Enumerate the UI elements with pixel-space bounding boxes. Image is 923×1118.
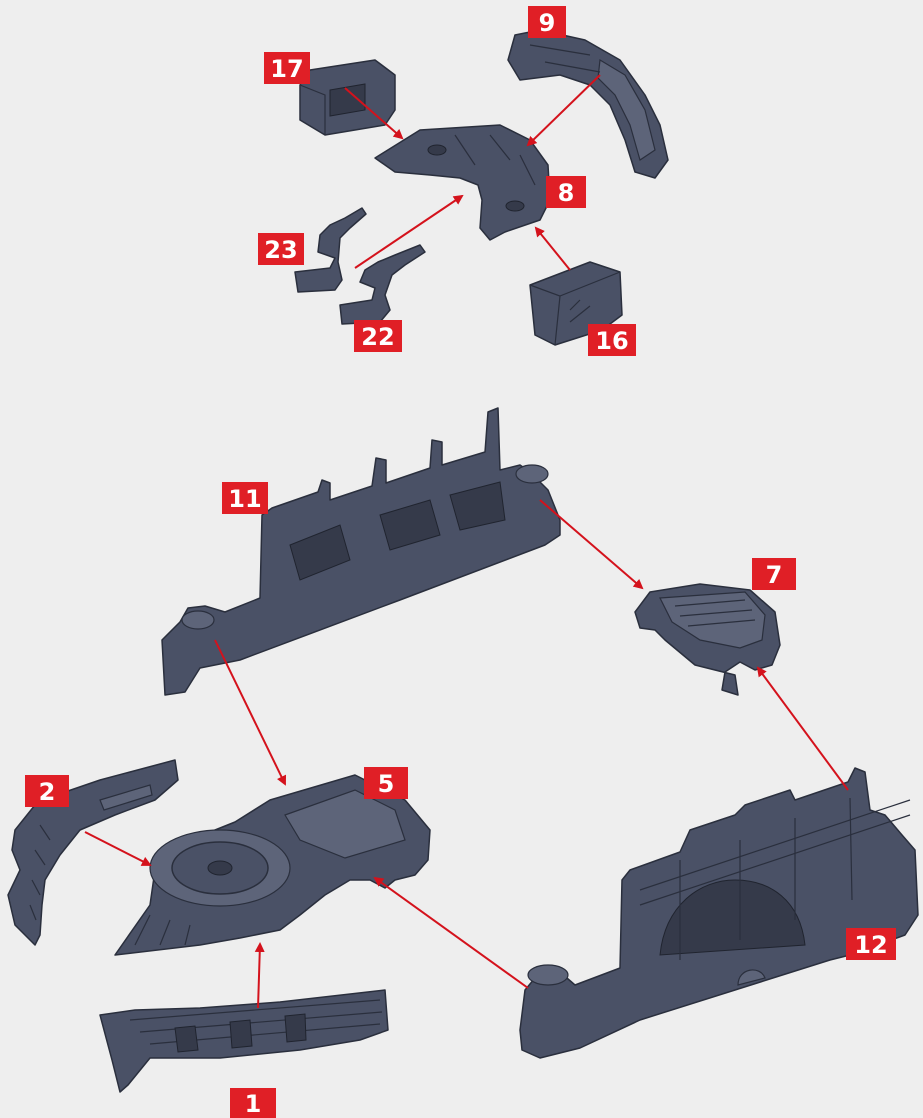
part-23-shape (295, 208, 366, 292)
arrow-2-to-5 (85, 832, 150, 865)
arrow-11-to-5 (215, 640, 285, 784)
badge-11: 11 (222, 482, 268, 514)
badge-9-label: 9 (539, 9, 556, 37)
arrow-12-to-7 (758, 668, 848, 790)
badge-1-label: 1 (245, 1090, 262, 1118)
badge-7-label: 7 (766, 561, 783, 589)
badge-12: 12 (846, 928, 896, 960)
badge-17: 17 (264, 52, 310, 84)
badge-11-label: 11 (228, 485, 261, 513)
part-12-shape (520, 768, 918, 1058)
arrow-1-to-5 (258, 944, 260, 1008)
arrow-9-to-8 (528, 75, 600, 145)
badge-22-label: 22 (361, 323, 394, 351)
part-7-shape (635, 584, 780, 695)
badge-16-label: 16 (595, 327, 628, 355)
badge-8: 8 (546, 176, 586, 208)
arrow-16-to-8 (536, 228, 570, 270)
badge-22: 22 (354, 320, 402, 352)
badge-2-label: 2 (39, 778, 56, 806)
part-17-shape (300, 60, 395, 135)
arrow-12-to-5 (375, 878, 528, 988)
arrow-11-to-7 (540, 500, 642, 588)
badge-12-label: 12 (854, 931, 887, 959)
badge-23-label: 23 (264, 236, 297, 264)
badge-2: 2 (25, 775, 69, 807)
badge-8-label: 8 (558, 179, 575, 207)
badge-7: 7 (752, 558, 796, 590)
badge-16: 16 (588, 324, 636, 356)
part-5-shape (115, 775, 430, 955)
part-1-shape (100, 990, 388, 1092)
badge-9: 9 (528, 6, 566, 38)
part-8-shape (375, 125, 550, 240)
badge-17-label: 17 (270, 55, 303, 83)
badge-5-label: 5 (378, 770, 395, 798)
badge-23: 23 (258, 233, 304, 265)
part-22-shape (340, 245, 425, 324)
badge-1: 1 (230, 1088, 276, 1118)
badge-5: 5 (364, 767, 408, 799)
